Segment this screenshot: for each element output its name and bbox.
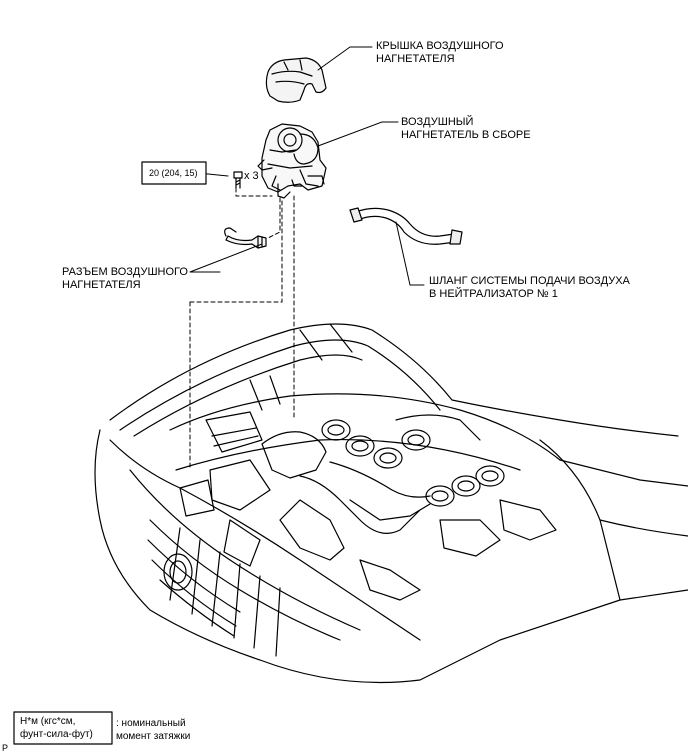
legend-units-line1: Н*м (кгс*см, [20,716,76,727]
hose-drawing [349,207,463,245]
cover-label-line2: НАГНЕТАТЕЛЯ [376,53,455,65]
hose-label-line1: ШЛАНГ СИСТЕМЫ ПОДАЧИ ВОЗДУХА [429,275,630,287]
torque-box-outline [141,161,207,185]
hose-label-line2: В НЕЙТРАЛИЗАТОР № 1 [429,288,558,300]
legend-box-outline [13,711,113,745]
location-lines [189,187,295,471]
legend-desc-line1: : номинальный [116,718,186,729]
legend-description: : номинальный момент затяжки [116,717,190,743]
connector-label-line2: НАГНЕТАТЕЛЯ [62,279,141,291]
air-pump-cover-drawing [265,57,327,103]
air-hose-label: ШЛАНГ СИСТЕМЫ ПОДАЧИ ВОЗДУХА В НЕЙТРАЛИЗ… [429,275,630,301]
corner-mark: P [2,743,9,753]
engine-covers [321,419,505,507]
connector-drawing [224,227,267,249]
air-pump-cover-label: КРЫШКА ВОЗДУШНОГО НАГНЕТАТЕЛЯ [376,40,504,66]
air-pump-connector-label: РАЗЪЕМ ВОЗДУШНОГО НАГНЕТАТЕЛЯ [62,266,188,292]
legend-desc-line2: момент затяжки [116,731,191,742]
bolt-drawing [233,171,243,189]
legend-units-line2: фунт-сила-фут) [20,729,93,740]
legend-units: Н*м (кгс*см, фунт-сила-фут) [20,715,93,741]
air-pump-assembly-drawing [257,123,327,199]
air-pump-assembly-label: ВОЗДУШНЫЙ НАГНЕТАТЕЛЬ В СБОРЕ [401,116,531,142]
leader-lines [189,46,425,286]
pump-label-line1: ВОЗДУШНЫЙ [401,116,474,128]
torque-value: 20 (204, 15) [149,168,198,178]
cover-label-line1: КРЫШКА ВОЗДУШНОГО [376,40,504,52]
connector-label-line1: РАЗЪЕМ ВОЗДУШНОГО [62,266,188,278]
vehicle-drawing [94,323,688,684]
bolt-quantity: x 3 [244,170,259,182]
pump-label-line2: НАГНЕТАТЕЛЬ В СБОРЕ [401,129,531,141]
